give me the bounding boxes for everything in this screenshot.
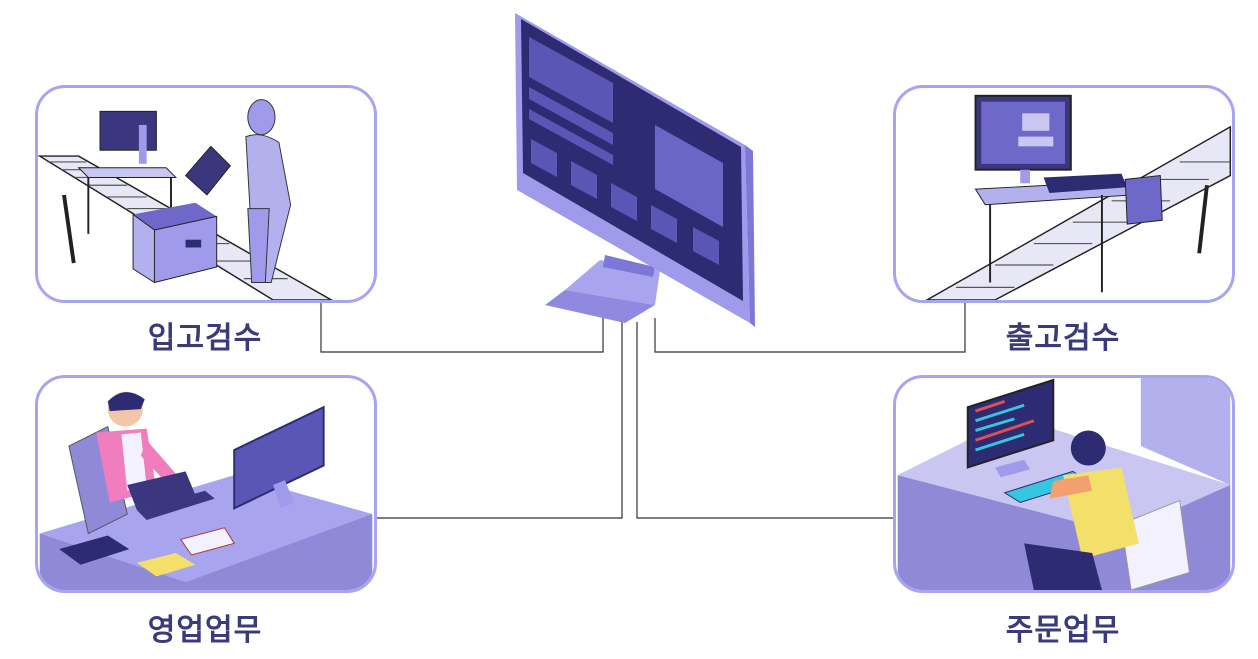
inbound-inspection-card [35,85,377,303]
connector-order [636,322,893,519]
connector-sales [377,322,623,519]
outbound-inspection-label: 출고검수 [1005,321,1121,356]
connector-inbound [320,303,604,353]
order-work-illustration [897,378,1231,590]
computer-monitor-icon [515,13,755,327]
sales-work-card [35,375,377,593]
inbound-inspection-label: 입고검수 [147,321,263,356]
connector-outbound [654,303,966,353]
inbound-inspection-illustration [38,99,333,300]
outbound-inspection-illustration [925,94,1232,300]
outbound-inspection-card [893,85,1235,303]
order-work-label: 주문업무 [1005,613,1121,648]
sales-desk-illustration [39,391,373,590]
order-work-card [893,375,1235,593]
sales-work-label: 영업업무 [147,613,263,648]
